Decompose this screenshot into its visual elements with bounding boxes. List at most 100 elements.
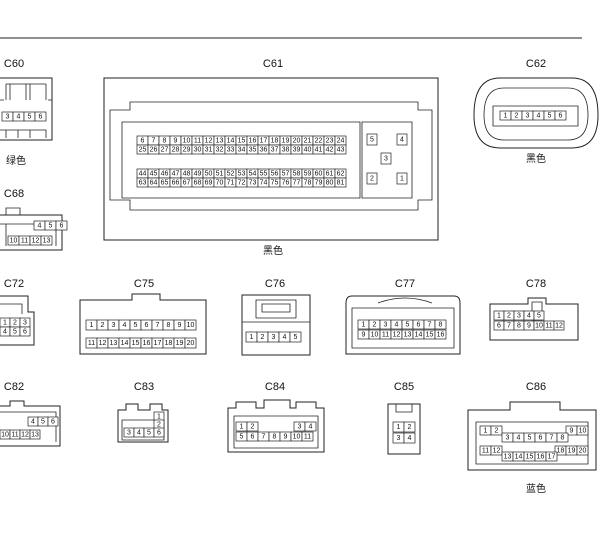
svg-text:13: 13 (404, 332, 412, 339)
pin-13: 13 (107, 337, 120, 349)
svg-text:11: 11 (194, 138, 201, 145)
pin-2: 2 (490, 425, 503, 436)
svg-text:68: 68 (194, 180, 202, 187)
svg-text:74: 74 (260, 180, 268, 187)
svg-text:5: 5 (240, 434, 244, 441)
svg-text:3: 3 (272, 334, 276, 341)
pin-4: 4 (403, 432, 416, 444)
svg-text:9: 9 (527, 323, 531, 330)
pin-18: 18 (268, 135, 281, 146)
pin-9: 9 (279, 431, 292, 442)
svg-text:17: 17 (548, 454, 556, 461)
pin-8: 8 (162, 319, 175, 331)
pin-11: 11 (479, 445, 492, 456)
svg-text:43: 43 (337, 147, 345, 154)
svg-text:6: 6 (251, 434, 255, 441)
svg-text:2: 2 (261, 334, 265, 341)
pin-24: 24 (334, 135, 347, 146)
svg-text:20: 20 (579, 448, 587, 455)
svg-text:77: 77 (293, 180, 301, 187)
svg-text:26: 26 (150, 147, 158, 154)
pin-6: 6 (554, 110, 567, 121)
pin-1: 1 (479, 425, 492, 436)
svg-text:11: 11 (382, 332, 389, 339)
pin-5: 5 (37, 416, 49, 427)
svg-text:2: 2 (13, 320, 17, 327)
pin-60: 60 (312, 168, 325, 179)
pin-74: 74 (257, 177, 270, 188)
pin-57: 57 (279, 168, 292, 179)
pin-42: 42 (323, 144, 336, 155)
pin-4: 4 (27, 416, 39, 427)
svg-text:46: 46 (161, 171, 169, 178)
svg-text:2: 2 (408, 424, 412, 431)
connector-label: C76 (265, 278, 285, 290)
svg-text:11: 11 (545, 323, 552, 330)
svg-text:1: 1 (484, 428, 488, 435)
pin-single: 4 (396, 133, 408, 146)
pin-11: 11 (85, 337, 98, 349)
pin-3: 3 (379, 319, 392, 330)
svg-text:51: 51 (216, 171, 224, 178)
svg-text:5: 5 (49, 223, 53, 230)
svg-text:1: 1 (397, 424, 401, 431)
pin-12: 12 (96, 337, 109, 349)
svg-text:9: 9 (570, 428, 574, 435)
pin-5: 5 (523, 432, 536, 443)
pin-21: 21 (301, 135, 314, 146)
pin-9: 9 (173, 319, 186, 331)
svg-text:37: 37 (271, 147, 279, 154)
svg-text:4: 4 (31, 419, 35, 426)
svg-text:64: 64 (150, 180, 158, 187)
svg-text:5: 5 (294, 334, 298, 341)
svg-text:9: 9 (362, 332, 366, 339)
pin-single: 1 (396, 172, 408, 185)
svg-text:78: 78 (304, 180, 312, 187)
pin-2: 2 (9, 317, 21, 328)
pin-32: 32 (213, 144, 226, 155)
pin-75: 75 (268, 177, 281, 188)
pin-6: 6 (34, 111, 47, 122)
svg-text:14: 14 (515, 454, 523, 461)
pin-10: 10 (576, 425, 589, 436)
pin-single: 2 (366, 172, 378, 185)
pin-1: 1 (85, 319, 98, 331)
svg-text:1: 1 (497, 313, 501, 320)
pin-5: 5 (533, 310, 545, 321)
pin-7: 7 (545, 432, 558, 443)
svg-text:5: 5 (406, 322, 410, 329)
svg-text:50: 50 (205, 171, 213, 178)
svg-text:14: 14 (227, 138, 235, 145)
svg-text:31: 31 (205, 147, 213, 154)
pin-1: 1 (153, 411, 165, 422)
pin-13: 13 (401, 329, 414, 340)
pin-3: 3 (392, 432, 405, 444)
pin-3: 3 (513, 310, 525, 321)
pin-5: 5 (366, 133, 378, 146)
pin-4: 4 (396, 133, 408, 146)
pin-14: 14 (512, 451, 525, 462)
pin-12: 12 (553, 320, 565, 331)
svg-text:13: 13 (110, 340, 118, 347)
svg-text:5: 5 (548, 113, 552, 120)
svg-text:55: 55 (260, 171, 268, 178)
svg-text:63: 63 (139, 180, 147, 187)
svg-text:25: 25 (139, 147, 147, 154)
pin-52: 52 (224, 168, 237, 179)
pin-4: 4 (12, 111, 25, 122)
connector-label: C68 (4, 188, 24, 200)
svg-text:4: 4 (309, 424, 313, 431)
svg-text:12: 12 (493, 448, 501, 455)
pin-12: 12 (390, 329, 403, 340)
pin-3: 3 (293, 421, 306, 432)
svg-text:38: 38 (282, 147, 290, 154)
svg-text:8: 8 (163, 138, 167, 145)
